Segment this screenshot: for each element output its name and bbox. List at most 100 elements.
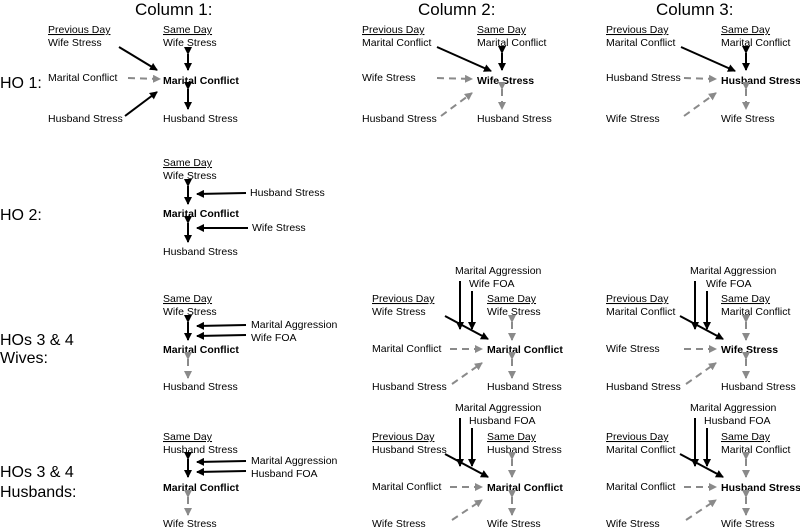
marital-conflict-label: Marital Conflict [721, 37, 791, 49]
row-label-ho2: HO 2: [0, 207, 42, 224]
wife-stress-label: Wife Stress [477, 75, 534, 87]
causal-path-arrow [436, 46, 492, 72]
wife-foa-label: Wife FOA [706, 278, 752, 290]
husband-stress-label: Husband Stress [721, 381, 796, 393]
wife-stress-label: Wife Stress [606, 113, 660, 125]
covariate-path-arrow [440, 92, 473, 117]
causal-path-arrow [118, 46, 158, 71]
causal-path-arrow [444, 315, 489, 340]
column-1-header: Column 1: [135, 0, 212, 19]
husband-stress-label: Husband Stress [250, 187, 325, 199]
husband-stress-label: Husband Stress [163, 246, 238, 258]
husband-stress-label: Husband Stress [477, 113, 552, 125]
covariate-path-arrow [685, 499, 717, 521]
covariate-path-arrow [451, 362, 483, 385]
marital-conflict-label: Marital Conflict [372, 343, 442, 355]
marital-aggression-label: Marital Aggression [251, 319, 338, 331]
husband-stress-label: Husband Stress [606, 72, 681, 84]
same-day-label: Same Day [163, 431, 213, 443]
causal-path-arrow [196, 457, 247, 466]
causal-path-arrow [196, 467, 247, 476]
covariate-path-arrow [683, 74, 717, 83]
previous-day-label: Previous Day [362, 24, 425, 36]
previous-day-label: Previous Day [372, 431, 435, 443]
wife-stress-label: Wife Stress [372, 518, 426, 529]
causal-path-arrow [680, 46, 736, 72]
marital-conflict-label: Marital Conflict [487, 344, 563, 356]
husband-stress-label: Husband Stress [487, 381, 562, 393]
column-3-header: Column 3: [656, 0, 733, 19]
same-day-label: Same Day [487, 293, 537, 305]
covariate-path-arrow [436, 74, 473, 83]
marital-conflict-label: Marital Conflict [721, 306, 791, 318]
husband-foa-label: Husband FOA [704, 415, 771, 427]
same-day-label: Same Day [163, 293, 213, 305]
wife-stress-label: Wife Stress [163, 37, 217, 49]
husband-stress-label: Husband Stress [487, 444, 562, 456]
row-label-ho34-husbands-2: Husbands: [0, 484, 77, 501]
same-day-label: Same Day [721, 431, 771, 443]
row-label-ho1: HO 1: [0, 75, 42, 92]
causal-path-arrow [196, 331, 247, 340]
marital-aggression-label: Marital Aggression [690, 402, 777, 414]
same-day-label: Same Day [163, 24, 213, 36]
wife-stress-label: Wife Stress [721, 344, 778, 356]
marital-aggression-label: Marital Aggression [455, 265, 542, 277]
same-day-label: Same Day [721, 24, 771, 36]
covariate-path-arrow [683, 92, 717, 117]
marital-conflict-label: Marital Conflict [606, 306, 676, 318]
previous-day-label: Previous Day [606, 431, 669, 443]
marital-aggression-label: Marital Aggression [690, 265, 777, 277]
marital-aggression-label: Marital Aggression [251, 455, 338, 467]
wife-foa-label: Wife FOA [469, 278, 515, 290]
wife-stress-label: Wife Stress [163, 518, 217, 529]
causal-path-arrow [124, 91, 158, 117]
same-day-label: Same Day [721, 293, 771, 305]
husband-foa-label: Husband FOA [251, 468, 318, 480]
wife-stress-label: Wife Stress [606, 343, 660, 355]
husband-stress-label: Husband Stress [721, 482, 800, 494]
marital-conflict-label: Marital Conflict [48, 72, 118, 84]
covariate-path-arrow [685, 362, 717, 385]
row-label-ho34-wives-1: HOs 3 & 4 [0, 332, 74, 349]
marital-conflict-label: Marital Conflict [163, 344, 239, 356]
previous-day-label: Previous Day [372, 293, 435, 305]
wife-stress-label: Wife Stress [252, 222, 306, 234]
husband-stress-label: Husband Stress [372, 381, 447, 393]
covariate-path-arrow [451, 499, 483, 521]
column-2-header: Column 2: [418, 0, 495, 19]
husband-stress-label: Husband Stress [48, 113, 123, 125]
causal-path-arrow [196, 189, 247, 198]
causal-path-arrow [679, 315, 724, 340]
marital-conflict-label: Marital Conflict [606, 481, 676, 493]
previous-day-label: Previous Day [606, 293, 669, 305]
husband-stress-label: Husband Stress [721, 75, 800, 87]
same-day-label: Same Day [487, 431, 537, 443]
marital-conflict-label: Marital Conflict [163, 208, 239, 220]
husband-stress-label: Husband Stress [372, 444, 447, 456]
causal-path-arrow [679, 453, 724, 478]
causal-path-arrow [196, 321, 247, 330]
covariate-path-arrow [127, 74, 161, 83]
causal-path-arrow [444, 453, 489, 478]
wife-stress-label: Wife Stress [487, 306, 541, 318]
marital-conflict-label: Marital Conflict [163, 482, 239, 494]
marital-conflict-label: Marital Conflict [487, 482, 563, 494]
marital-conflict-label: Marital Conflict [477, 37, 547, 49]
wife-stress-label: Wife Stress [606, 518, 660, 529]
previous-day-label: Previous Day [48, 24, 111, 36]
wife-stress-label: Wife Stress [487, 518, 541, 529]
marital-conflict-label: Marital Conflict [721, 444, 791, 456]
wife-stress-label: Wife Stress [721, 518, 775, 529]
marital-conflict-label: Marital Conflict [606, 444, 676, 456]
same-day-label: Same Day [163, 157, 213, 169]
wife-stress-label: Wife Stress [163, 306, 217, 318]
wife-stress-label: Wife Stress [372, 306, 426, 318]
wife-foa-label: Wife FOA [251, 332, 297, 344]
row-label-ho34-husbands-1: HOs 3 & 4 [0, 464, 74, 481]
same-day-label: Same Day [477, 24, 527, 36]
husband-stress-label: Husband Stress [163, 381, 238, 393]
wife-stress-label: Wife Stress [721, 113, 775, 125]
row-label-ho34-wives-2: Wives: [0, 350, 48, 367]
